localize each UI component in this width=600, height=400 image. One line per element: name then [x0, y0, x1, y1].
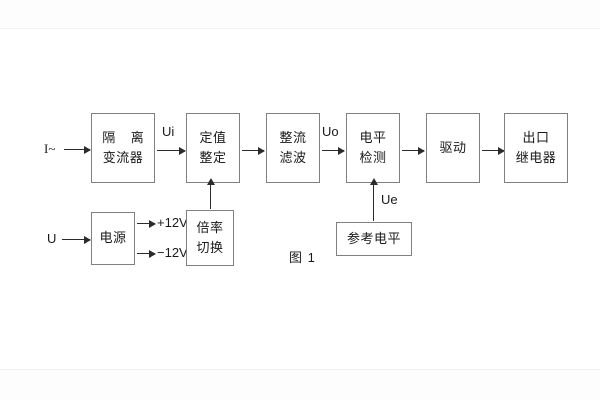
block-multiplier-line2: 切换 [196, 240, 224, 255]
rail-positive-label: +12V [157, 215, 188, 230]
block-level-detection[interactable]: 电平 检测 [346, 113, 400, 183]
arrow-rail-negative [137, 249, 156, 258]
arrow-setting-to-rectify [242, 146, 265, 155]
block-level-detect-line1: 电平 [359, 129, 387, 145]
arrow-voltage-to-power-supply [62, 235, 91, 244]
block-drive[interactable]: 驱动 [426, 113, 480, 183]
block-rectify-filter[interactable]: 整流 滤波 [266, 113, 320, 183]
block-multiplier-line1: 倍率 [196, 219, 224, 235]
signal-ui-label: Ui [162, 124, 175, 139]
block-setting-line2: 整定 [199, 150, 227, 165]
arrow-multiplier-to-setting [206, 178, 215, 209]
figure-caption: 图 1 [289, 250, 316, 265]
block-setting-value[interactable]: 定值 整定 [186, 113, 240, 183]
block-power-supply-line1: 电源 [99, 230, 127, 246]
block-setting-line1: 定值 [199, 129, 227, 145]
arrow-drive-to-output-relay [482, 146, 505, 155]
signal-ue-label: Ue [381, 192, 398, 207]
block-drive-line1: 驱动 [439, 139, 467, 155]
rail-negative-label: −12V [157, 245, 188, 260]
block-rectify-line2: 滤波 [279, 150, 307, 165]
page-frame [0, 28, 600, 370]
arrow-current-to-isolation [64, 145, 91, 154]
input-current-label: I~ [44, 141, 56, 156]
arrow-rectify-to-level-detect [322, 146, 345, 155]
arrow-reference-to-level-detect [369, 178, 378, 221]
block-reference-level-line1: 参考电平 [346, 230, 401, 246]
input-voltage-label: U [47, 231, 57, 246]
arrow-isolation-to-setting [157, 146, 186, 155]
block-reference-level[interactable]: 参考电平 [336, 222, 412, 256]
block-output-relay-line2: 继电器 [515, 150, 557, 165]
block-output-relay[interactable]: 出口 继电器 [504, 113, 568, 183]
block-isolation-current-transformer[interactable]: 隔 离 变流器 [91, 113, 155, 183]
block-rectify-line1: 整流 [279, 129, 307, 145]
block-power-supply[interactable]: 电源 [91, 212, 135, 265]
signal-uo-label: Uo [322, 124, 339, 139]
block-isolation-line2: 变流器 [102, 150, 144, 165]
arrow-level-detect-to-drive [402, 146, 425, 155]
block-multiplier-switch[interactable]: 倍率 切换 [186, 210, 234, 266]
block-level-detect-line2: 检测 [359, 150, 387, 165]
block-output-relay-line1: 出口 [522, 129, 550, 145]
block-isolation-line1: 隔 离 [102, 129, 150, 145]
arrow-rail-positive [137, 219, 156, 228]
